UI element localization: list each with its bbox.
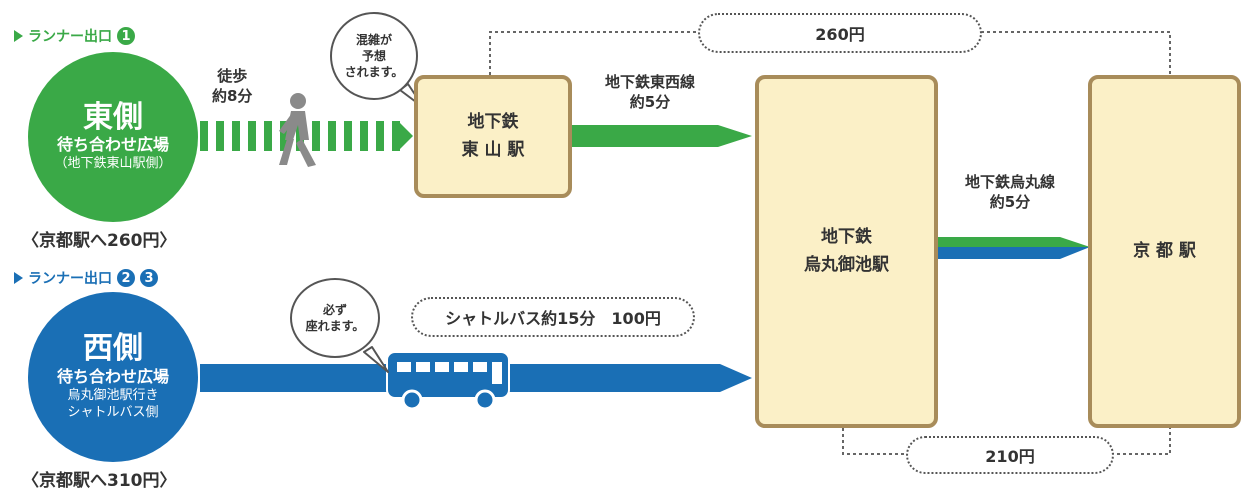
top-fare-pill: 260円 bbox=[698, 13, 982, 53]
west-speech-bubble: 必ず 座れます。 bbox=[290, 278, 380, 358]
station-higashiyama: 地下鉄 東 山 駅 bbox=[414, 75, 572, 198]
top-fare-route bbox=[489, 31, 1171, 75]
east-speech-bubble: 混雑が 予想 されます。 bbox=[330, 12, 418, 100]
east-exit-header: ランナー出口 1 bbox=[14, 26, 135, 46]
walking-person-icon bbox=[279, 93, 316, 167]
karasuma-line-arrow-green bbox=[936, 237, 1090, 247]
west-exit-number-3: 3 bbox=[140, 269, 158, 287]
west-exit-label: ランナー出口 bbox=[28, 271, 112, 287]
east-circle-note: （地下鉄東山駅側） bbox=[54, 156, 172, 172]
east-meeting-circle: 東側 待ち合わせ広場 （地下鉄東山駅側） bbox=[28, 52, 198, 222]
east-circle-title: 東側 bbox=[83, 99, 143, 135]
bottom-fare-route bbox=[842, 422, 1171, 455]
west-exit-number-2: 2 bbox=[117, 269, 135, 287]
west-fare: 〈京都駅へ310円〉 bbox=[22, 471, 177, 491]
west-exit-header: ランナー出口 2 3 bbox=[14, 268, 158, 288]
tozai-line-arrow bbox=[572, 125, 752, 147]
west-bubble-tail bbox=[363, 346, 389, 373]
triangle-icon bbox=[14, 30, 23, 42]
station-kyoto: 京 都 駅 bbox=[1088, 75, 1241, 428]
tozai-line-label: 地下鉄東西線 約5分 bbox=[604, 73, 695, 112]
walk-label: 徒歩 約8分 bbox=[212, 67, 253, 106]
west-meeting-circle: 西側 待ち合わせ広場 烏丸御池駅行き シャトルバス側 bbox=[28, 292, 198, 462]
bottom-fare-pill: 210円 bbox=[906, 436, 1114, 474]
shuttle-bus-pill: シャトルバス約15分 100円 bbox=[411, 297, 695, 337]
east-fare: 〈京都駅へ260円〉 bbox=[22, 231, 177, 251]
east-exit-number: 1 bbox=[117, 27, 135, 45]
triangle-icon bbox=[14, 272, 23, 284]
west-circle-title: 西側 bbox=[83, 331, 143, 367]
west-circle-note: 烏丸御池駅行き シャトルバス側 bbox=[67, 387, 159, 420]
west-circle-sub: 待ち合わせ広場 bbox=[56, 366, 169, 386]
walk-path bbox=[200, 121, 413, 151]
station-karasuma-oike: 地下鉄 烏丸御池駅 bbox=[755, 75, 938, 428]
east-exit-label: ランナー出口 bbox=[28, 29, 112, 45]
karasuma-line-label: 地下鉄烏丸線 約5分 bbox=[964, 173, 1055, 212]
east-circle-sub: 待ち合わせ広場 bbox=[56, 135, 169, 155]
karasuma-line-arrow-blue bbox=[936, 247, 1090, 259]
bus-icon bbox=[386, 351, 510, 411]
